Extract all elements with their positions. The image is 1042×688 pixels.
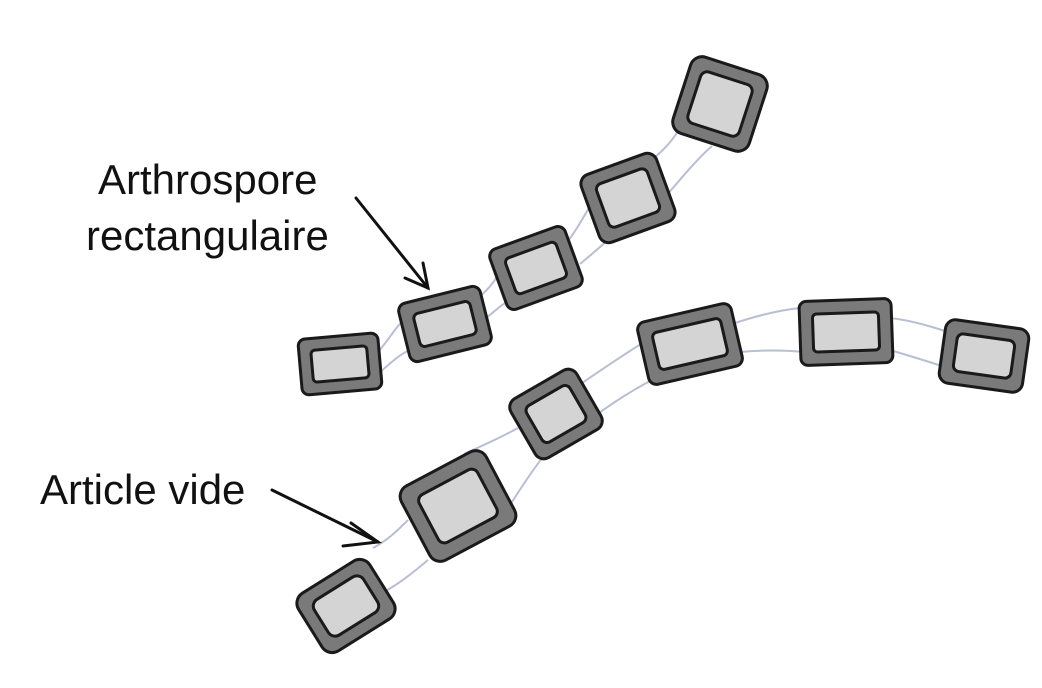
arthrospore-cell <box>579 151 677 245</box>
arthrospore-cell <box>295 557 397 655</box>
connector <box>889 317 949 333</box>
arthrospore-cell <box>398 449 518 563</box>
arrow-arthrospore <box>354 196 431 291</box>
arthrospore-cell <box>797 297 895 367</box>
lower-filament <box>295 297 1031 655</box>
connector <box>372 519 409 549</box>
upper-filament <box>296 55 769 397</box>
arthrospore-cell <box>397 284 493 364</box>
label-arthrospore-line1: Arthrospore <box>98 156 317 203</box>
arthrospore-cell <box>671 55 769 153</box>
arthrospore-cell <box>508 367 604 461</box>
arthrospore-cell <box>937 318 1031 394</box>
arthrospore-cell <box>296 331 384 397</box>
label-arthrospore-line2: rectangulaire <box>86 212 329 259</box>
label-empty-article: Article vide <box>40 466 245 513</box>
connector <box>383 559 429 593</box>
arthrospore-cell <box>488 225 584 311</box>
connector <box>379 349 411 373</box>
arrow-empty-article <box>270 488 383 548</box>
connector <box>731 307 801 325</box>
connector <box>665 145 713 197</box>
arthrospore-cell <box>636 302 744 386</box>
connector <box>507 455 545 509</box>
connector <box>739 349 805 353</box>
